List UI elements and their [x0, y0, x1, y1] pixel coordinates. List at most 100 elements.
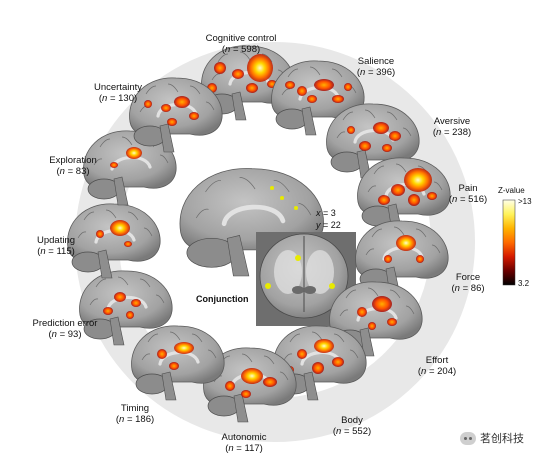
activation-blob — [174, 96, 190, 108]
conjunction-spot — [270, 186, 274, 190]
activation-blob — [396, 235, 416, 251]
activation-blob — [263, 377, 277, 387]
x-label: x — [316, 208, 321, 218]
colorbar-min-label: 3.2 — [518, 279, 530, 288]
activation-blob — [110, 220, 130, 236]
network-count: (n = 130) — [98, 93, 138, 104]
activation-blob — [359, 141, 371, 151]
y-coordinate: y = 22 — [316, 220, 341, 230]
x-coordinate: x = 3 — [316, 208, 336, 218]
network-brain-1 — [201, 45, 295, 121]
activation-blob — [167, 118, 177, 126]
network-name: Aversive — [433, 116, 471, 127]
activation-blob — [332, 95, 344, 103]
activation-blob — [314, 339, 334, 353]
network-label: Prediction error(n = 93) — [33, 318, 98, 340]
activation-blob — [427, 192, 437, 200]
network-name: Prediction error — [32, 318, 98, 329]
network-count: (n = 238) — [432, 127, 472, 138]
conjunction-spot — [265, 283, 271, 289]
activation-blob — [189, 112, 199, 120]
network-name: Autonomic — [221, 432, 267, 443]
activation-blob — [373, 122, 389, 134]
network-name: Salience — [357, 56, 395, 67]
conjunction-spot — [294, 206, 298, 210]
network-count: (n = 93) — [48, 329, 82, 340]
network-count: (n = 186) — [115, 414, 155, 425]
network-name: Cognitive control — [205, 33, 277, 44]
network-label: Force(n = 86) — [451, 272, 484, 294]
activation-blob — [241, 368, 263, 384]
network-label: Pain(n = 516) — [449, 183, 487, 205]
network-label: Aversive(n = 238) — [433, 116, 471, 138]
activation-blob — [126, 311, 134, 319]
activation-blob — [368, 322, 376, 330]
network-brain-13 — [129, 77, 223, 153]
activation-blob — [96, 230, 104, 238]
network-name: Force — [455, 272, 481, 283]
conjunction-label: Conjunction — [196, 294, 249, 304]
colorbar-max-label: >13 — [518, 197, 532, 206]
network-brain-9 — [131, 325, 225, 401]
network-brain-8 — [203, 347, 297, 423]
activation-blob — [110, 162, 118, 168]
network-label: Cognitive control(n = 598) — [206, 33, 277, 55]
network-name: Timing — [120, 403, 150, 414]
activation-blob — [384, 255, 392, 263]
activation-blob — [161, 104, 171, 112]
colorbar — [502, 199, 516, 286]
network-brains — [67, 45, 451, 423]
activation-blob — [312, 362, 324, 374]
activation-blob — [344, 83, 352, 91]
network-count: (n = 204) — [417, 366, 457, 377]
activation-blob — [387, 318, 397, 326]
y-value: 22 — [330, 220, 341, 230]
watermark-text: 茗创科技 — [480, 433, 524, 445]
activation-blob — [124, 241, 132, 247]
activation-blob — [307, 95, 317, 103]
conjunction-spot — [280, 196, 284, 200]
activation-blob — [314, 79, 334, 91]
activation-blob — [247, 54, 273, 82]
network-name: Exploration — [49, 155, 97, 166]
network-label: Uncertainty(n = 130) — [94, 82, 142, 104]
network-brain-11 — [67, 203, 161, 279]
activation-blob — [347, 126, 355, 134]
activation-blob — [144, 100, 152, 108]
network-count: (n = 86) — [451, 283, 485, 294]
network-count: (n = 598) — [221, 44, 261, 55]
network-count: (n = 83) — [56, 166, 90, 177]
activation-blob — [416, 255, 424, 263]
activation-blob — [378, 195, 390, 205]
network-label: Exploration(n = 83) — [49, 155, 97, 177]
network-count: (n = 516) — [448, 194, 488, 205]
activation-blob — [297, 349, 307, 359]
activation-blob — [246, 83, 258, 93]
activation-blob — [169, 362, 179, 370]
network-brain-2 — [271, 60, 365, 136]
network-count: (n = 115) — [37, 246, 75, 257]
activation-blob — [372, 296, 392, 312]
activation-blob — [126, 147, 142, 159]
activation-blob — [391, 184, 405, 196]
network-label: Updating(n = 115) — [37, 235, 75, 257]
activation-blob — [232, 69, 244, 79]
network-label: Body(n = 552) — [333, 415, 371, 437]
network-brain-3 — [326, 103, 420, 179]
activation-blob — [389, 131, 401, 141]
activation-blob — [297, 86, 307, 96]
y-label: y — [316, 220, 321, 230]
activation-blob — [114, 292, 126, 302]
network-brain-10 — [79, 270, 173, 346]
network-name: Effort — [425, 355, 449, 366]
activation-blob — [332, 357, 344, 367]
network-count: (n = 396) — [356, 67, 396, 78]
network-label: Autonomic(n = 117) — [222, 432, 267, 454]
activation-blob — [241, 390, 251, 398]
colorbar-title: Z-value — [498, 186, 525, 195]
x-value: 3 — [330, 208, 336, 218]
network-count: (n = 552) — [332, 426, 372, 437]
center-sagittal-slice — [179, 168, 324, 277]
